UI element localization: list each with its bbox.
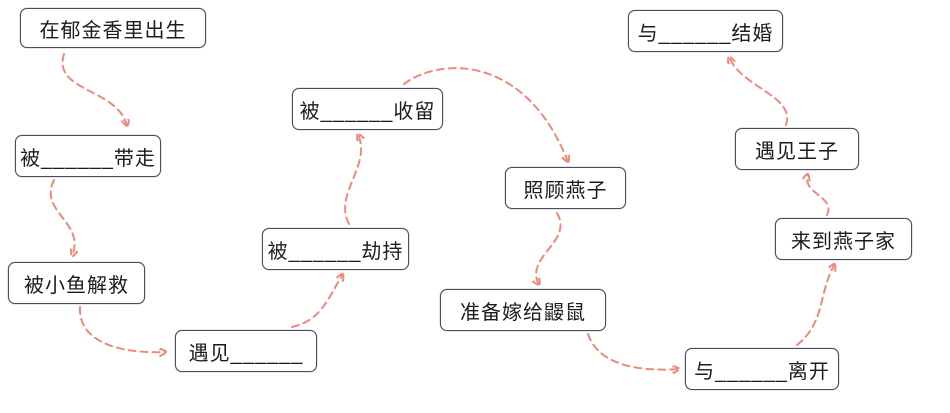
arrow-met-to-kidnapped: [291, 274, 343, 328]
flow-node-label: 准备嫁给鼹鼠: [460, 301, 586, 324]
flow-node-arrive-swallow-home: 来到燕子家: [775, 218, 912, 260]
flow-node-met-blank: 遇见______: [175, 330, 317, 372]
flow-node-prepare-marry-mole: 准备嫁给鼹鼠: [440, 289, 606, 331]
flow-node-label: 被______劫持: [267, 240, 404, 263]
flow-node-leave-with: 与______离开: [685, 348, 839, 390]
flow-node-taken-in: 被______收留: [292, 88, 443, 130]
flow-node-label: 与______离开: [694, 360, 830, 383]
arrow-taken-to-rescued: [49, 179, 75, 256]
arrow-leave-to-arrive: [796, 264, 835, 346]
arrow-prince-to-marry: [729, 57, 789, 126]
arrow-marrymole-to-leave: [587, 333, 679, 370]
flow-node-label: 被小鱼解救: [24, 274, 129, 297]
flow-node-label: 在郁金香里出生: [39, 19, 187, 42]
arrow-rescued-to-met: [78, 306, 166, 352]
arrow-care-to-marrymole: [536, 212, 562, 285]
flow-node-care-for-swallow: 照顾燕子: [505, 167, 626, 209]
flow-node-label: 被______收留: [299, 100, 436, 123]
flow-node-label: 被______带走: [20, 147, 156, 170]
flow-node-rescued-by-fish: 被小鱼解救: [8, 262, 145, 304]
flow-node-label: 照顾燕子: [523, 179, 608, 202]
flow-node-label: 与______结婚: [637, 22, 774, 45]
flow-node-marry-blank: 与______结婚: [628, 10, 783, 52]
flow-node-label: 遇见王子: [755, 140, 839, 163]
flow-node-label: 遇见______: [188, 342, 304, 365]
flow-node-meet-prince: 遇见王子: [735, 128, 859, 170]
flow-node-label: 来到燕子家: [791, 230, 896, 253]
arrow-arrive-to-prince: [807, 174, 830, 216]
flow-node-kidnapped: 被______劫持: [262, 228, 409, 270]
flow-node-taken-away: 被______带走: [15, 135, 161, 177]
arrow-born-to-taken: [61, 53, 127, 126]
flow-node-born-in-tulip: 在郁金香里出生: [20, 8, 206, 48]
arrow-kidnapped-to-takenin: [344, 134, 361, 225]
